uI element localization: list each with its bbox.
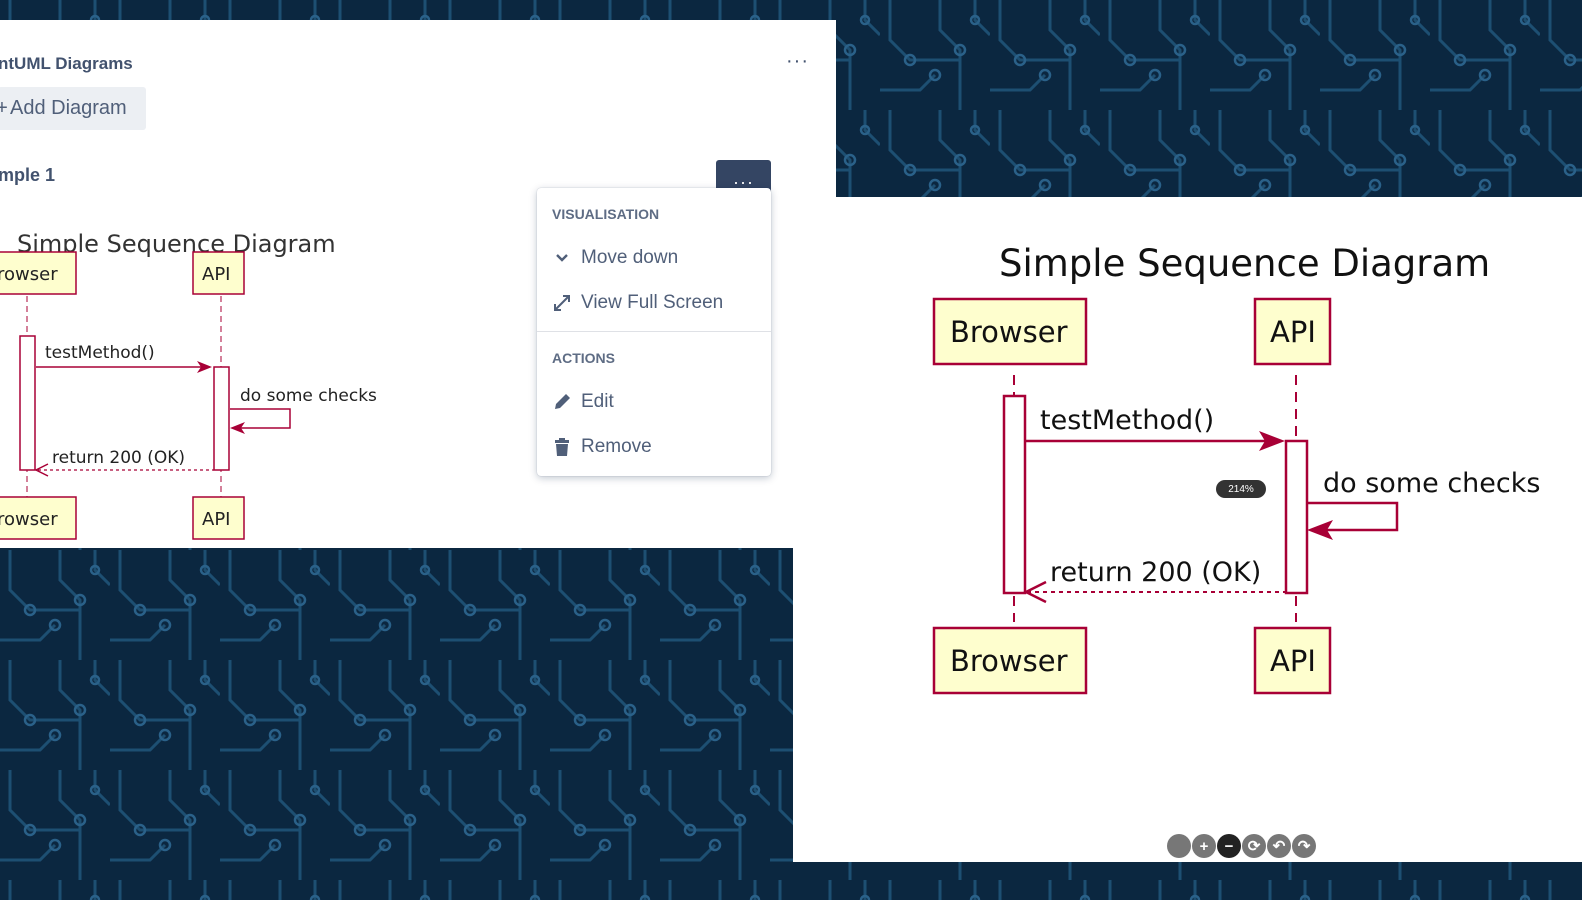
activation-api-full — [1284, 439, 1309, 595]
activation-browser-full — [1002, 394, 1027, 595]
add-diagram-button[interactable]: + Add Diagram — [0, 87, 146, 130]
menu-item-remove[interactable]: Remove — [551, 432, 652, 462]
participant-browser-top-label: rowser — [0, 264, 58, 285]
diagram-preview[interactable]: Simple Sequence Diagram rowser API testM… — [0, 200, 460, 548]
diagram-panel: ntUML Diagrams ··· + Add Diagram mple 1 … — [0, 20, 836, 548]
participant-browser-bottom — [0, 496, 77, 540]
menu-item-edit[interactable]: Edit — [551, 387, 614, 417]
panel-title: ntUML Diagrams — [0, 54, 133, 73]
participant-api-bottom-full-label: API — [1270, 644, 1316, 678]
menu-item-view-full-screen[interactable]: View Full Screen — [551, 288, 723, 318]
diagram-fullscreen-title: Simple Sequence Diagram — [999, 242, 1490, 285]
participant-api-bottom-full — [1253, 626, 1332, 695]
redo-button[interactable]: ↷ — [1292, 834, 1316, 858]
plus-icon: + — [0, 97, 8, 119]
participant-api-top-full-label: API — [1270, 315, 1316, 349]
participant-browser-bottom-label: rowser — [0, 509, 58, 530]
diagram-name: mple 1 — [0, 165, 56, 185]
activation-browser — [19, 335, 36, 471]
participant-browser-top-full-label: Browser — [950, 315, 1068, 349]
activation-api — [213, 366, 230, 471]
zoom-level-badge: 214% — [1216, 480, 1266, 498]
reset-zoom-button[interactable]: ⟳ — [1242, 834, 1266, 858]
menu-divider — [537, 331, 771, 332]
zoom-out-button[interactable]: − — [1217, 834, 1241, 858]
actions-header: ACTIONS — [552, 350, 615, 366]
message-self-label: do some checks — [240, 386, 377, 406]
undo-button[interactable]: ↶ — [1267, 834, 1291, 858]
pan-handle-button[interactable] — [1167, 834, 1191, 858]
pencil-icon — [551, 392, 573, 412]
participant-api-top-full — [1253, 297, 1332, 366]
message-self-full-label: do some checks — [1323, 468, 1540, 499]
menu-item-move-down[interactable]: Move down — [551, 243, 678, 273]
message-call-full-label: testMethod() — [1040, 405, 1214, 436]
participant-browser-bottom-full-label: Browser — [950, 644, 1068, 678]
message-return-label: return 200 (OK) — [52, 448, 185, 468]
viewer-controls: + − ⟳ ↶ ↷ — [1167, 834, 1316, 858]
actions-dropdown-menu: VISUALISATION Move down View Full Screen… — [537, 188, 771, 476]
participant-api-top — [192, 251, 245, 295]
view-full-screen-label: View Full Screen — [581, 292, 724, 313]
edit-label: Edit — [581, 391, 614, 412]
zoom-in-button[interactable]: + — [1192, 834, 1216, 858]
participant-api-bottom-label: API — [202, 509, 230, 530]
expand-icon — [551, 293, 573, 313]
participant-api-bottom — [192, 496, 245, 540]
remove-label: Remove — [581, 436, 652, 457]
participant-browser-top-full — [932, 297, 1088, 366]
panel-more-menu-icon[interactable]: ··· — [786, 50, 809, 72]
visualisation-header: VISUALISATION — [552, 206, 660, 222]
participant-browser-bottom-full — [932, 626, 1088, 695]
participant-browser-top — [0, 251, 77, 295]
fullscreen-viewer: Simple Sequence Diagram Browser API test… — [793, 197, 1582, 862]
add-diagram-label: Add Diagram — [10, 97, 127, 119]
chevron-down-icon — [551, 253, 573, 263]
trash-icon — [551, 437, 573, 457]
move-down-label: Move down — [581, 247, 679, 268]
diagram-fullscreen[interactable]: Simple Sequence Diagram Browser API test… — [793, 197, 1582, 827]
message-call-label: testMethod() — [45, 343, 155, 363]
participant-api-top-label: API — [202, 264, 230, 285]
message-return-full-label: return 200 (OK) — [1050, 557, 1261, 588]
